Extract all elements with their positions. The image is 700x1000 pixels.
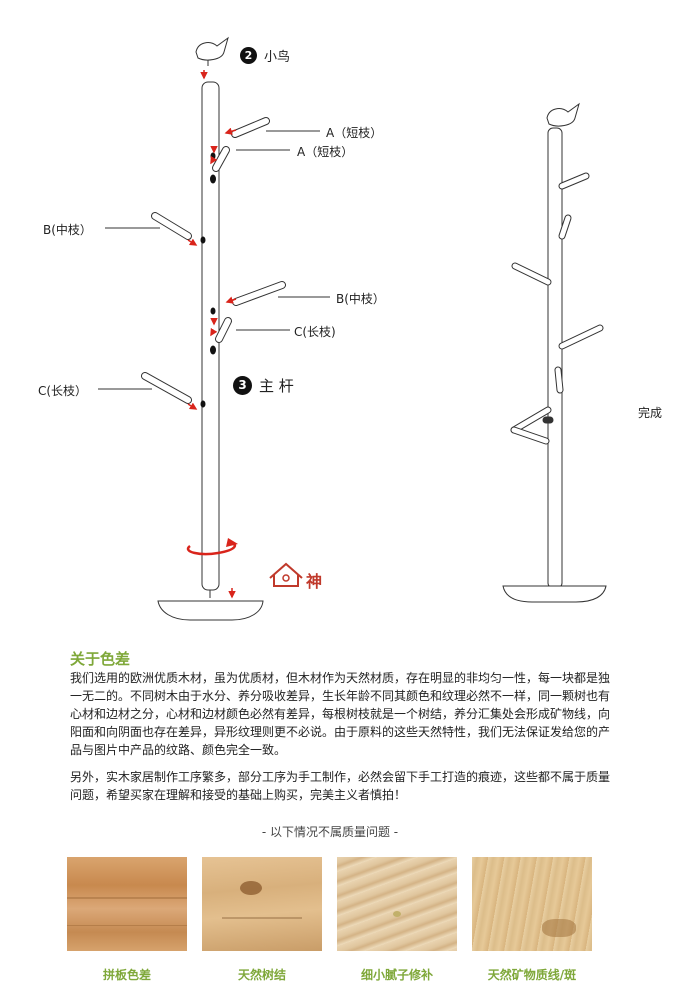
rotation-arrow-icon [186, 538, 238, 556]
sample-image-wood-knot [202, 857, 322, 951]
sample-image-mineral-streak [472, 857, 592, 951]
step-3-main-pole: 3 主 杆 [233, 375, 294, 396]
sample-caption-2: 天然树结 [237, 968, 286, 982]
paragraph-handmade: 另外，实木家居制作工序繁多，部分工序为手工制作，必然会留下手工打造的痕迹，这些都… [70, 770, 611, 802]
sample-caption-3: 细小腻子修补 [360, 968, 433, 982]
branch-c-right [210, 317, 290, 343]
sample-caption-4: 天然矿物质线/斑 [487, 968, 577, 982]
label-branch-a2: A（短枝） [297, 145, 354, 159]
brand-logo-text: 神 [306, 572, 323, 591]
brand-logo [269, 562, 303, 587]
label-branch-c-right: C(长枝) [294, 325, 336, 339]
sample-image-color-difference [67, 857, 187, 951]
assembly-diagram [98, 36, 607, 621]
branch-b-right [225, 281, 330, 306]
sample-image-putty-repair [337, 857, 457, 951]
branch-a1 [224, 117, 320, 138]
bird-icon [195, 36, 229, 66]
branch-b-left [105, 212, 198, 246]
step-number: 2 [240, 47, 257, 64]
base-plate [157, 600, 264, 621]
completed-stand [502, 102, 607, 603]
label-branch-c-left: C(长枝） [38, 384, 88, 398]
section-title: 关于色差 [70, 650, 131, 668]
not-quality-issue-subtitle: - 以下情况不属质量问题 - [261, 825, 399, 839]
branch-a2 [210, 146, 290, 172]
step-label: 小鸟 [264, 50, 291, 65]
branch-c-left [98, 372, 198, 410]
paragraph-wood-variance: 我们选用的欧洲优质木材，虽为优质材，但木材作为天然材质，存在明显的非均匀一性，每… [70, 671, 611, 757]
done-label: 完成 [638, 406, 663, 420]
sample-caption-1: 拼板色差 [102, 968, 151, 982]
step-2-bird: 2 小鸟 [240, 46, 290, 65]
step-label: 主 杆 [259, 377, 294, 395]
label-branch-b-left: B(中枝） [43, 223, 92, 237]
label-branch-a1: A（短枝） [326, 126, 383, 140]
step-number: 3 [233, 376, 252, 395]
label-branch-b-right: B(中枝） [336, 292, 385, 306]
